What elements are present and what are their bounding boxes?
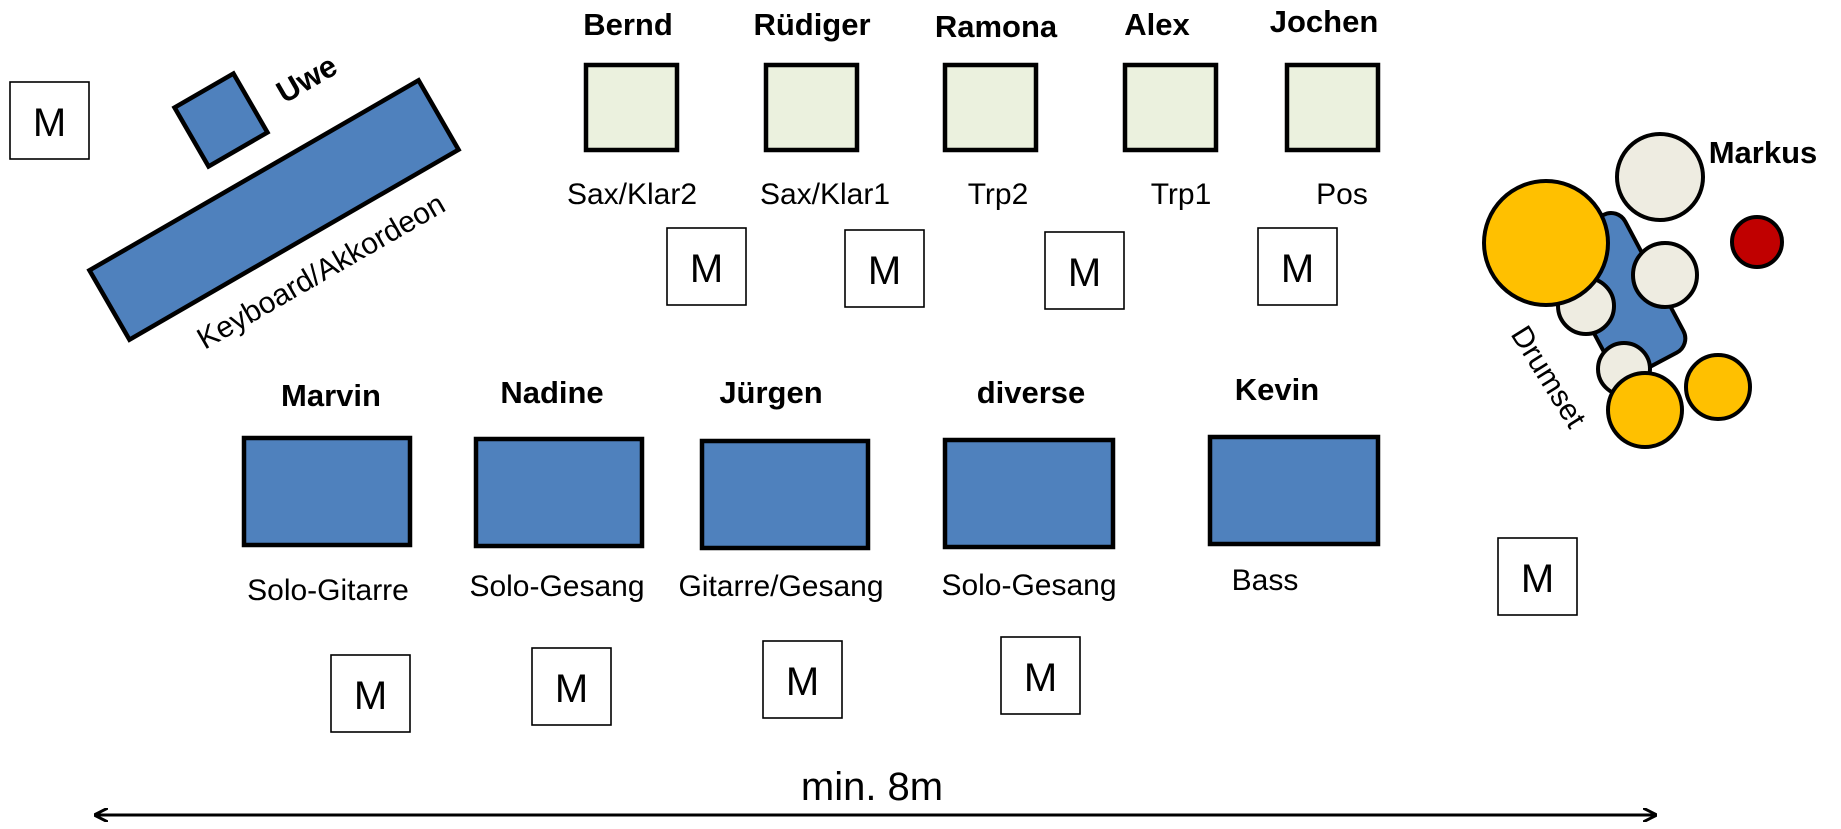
front-line: Marvin Solo-Gitarre Nadine Solo-Gesang J… xyxy=(241,372,1381,607)
horn-name-label: Jochen xyxy=(1270,4,1379,39)
horn-marker xyxy=(942,62,1039,153)
front-instrument-label: Solo-Gesang xyxy=(469,570,644,603)
front-name-label: diverse xyxy=(977,375,1086,410)
splash-cymbal xyxy=(1684,353,1752,421)
monitor-label: M xyxy=(1068,251,1101,295)
dimension-label: min. 8m xyxy=(801,765,943,809)
tom xyxy=(1631,241,1699,309)
monitor-label: M xyxy=(1024,656,1057,700)
horn-marker xyxy=(1122,62,1219,153)
monitor-wedge-juergen: M xyxy=(762,640,843,719)
horn-instrument-label: Sax/Klar2 xyxy=(567,178,697,211)
drumset-label: Drumset xyxy=(1504,320,1592,434)
horn-position-alex: Alex Trp1 xyxy=(1122,7,1219,211)
drumset: Markus Drumset xyxy=(1482,132,1818,449)
keyboard-area: Uwe Keyboard/Akkordeon xyxy=(86,48,462,356)
monitor-label: M xyxy=(555,667,588,711)
horn-name-label: Bernd xyxy=(583,7,673,42)
horn-instrument-label: Pos xyxy=(1316,178,1368,211)
monitor-wedge-trp1-pos: M xyxy=(1257,227,1338,306)
front-position-marvin: Marvin Solo-Gitarre xyxy=(241,378,413,607)
horn-section: Bernd Sax/Klar2 Rüdiger Sax/Klar1 Ramona… xyxy=(567,4,1381,211)
horn-instrument-label: Sax/Klar1 xyxy=(760,178,890,211)
horn-instrument-label: Trp1 xyxy=(1151,178,1212,211)
front-instrument-marker xyxy=(473,436,645,549)
horn-name-label: Ramona xyxy=(935,9,1058,44)
monitor-wedge-sax-klar1: M xyxy=(844,229,925,308)
front-instrument-label: Solo-Gitarre xyxy=(247,574,409,607)
uwe-position xyxy=(171,70,271,170)
monitor-group: M M M M M M M M xyxy=(9,81,1578,733)
front-instrument-marker xyxy=(699,438,871,551)
front-instrument-marker xyxy=(942,437,1116,550)
monitor-wedge-nadine: M xyxy=(531,647,612,726)
cowbell xyxy=(1730,215,1784,269)
uwe-name-label: Uwe xyxy=(270,48,343,110)
horn-marker xyxy=(763,62,860,153)
front-instrument-label: Solo-Gesang xyxy=(941,569,1116,602)
horn-position-jochen: Jochen Pos xyxy=(1270,4,1381,211)
front-name-label: Marvin xyxy=(281,378,381,413)
front-position-diverse: diverse Solo-Gesang xyxy=(941,375,1116,602)
drummer-name-label: Markus xyxy=(1709,135,1818,170)
horn-marker xyxy=(583,62,680,153)
horn-instrument-label: Trp2 xyxy=(968,178,1029,211)
front-name-label: Kevin xyxy=(1235,372,1319,407)
monitor-label: M xyxy=(1281,247,1314,291)
monitor-wedge-trp2: M xyxy=(1044,231,1125,310)
horn-position-bernd: Bernd Sax/Klar2 xyxy=(567,7,697,211)
front-position-nadine: Nadine Solo-Gesang xyxy=(469,375,644,603)
monitor-label: M xyxy=(33,101,66,145)
monitor-label: M xyxy=(690,247,723,291)
monitor-label: M xyxy=(868,249,901,293)
monitor-wedge-drums: M xyxy=(1497,537,1578,616)
front-instrument-marker xyxy=(1207,434,1381,547)
front-instrument-label: Bass xyxy=(1232,564,1299,597)
monitor-wedge-sax-klar2: M xyxy=(666,227,747,306)
monitor-label: M xyxy=(786,660,819,704)
horn-name-label: Alex xyxy=(1124,7,1190,42)
monitor-wedge-diverse: M xyxy=(1000,636,1081,715)
keyboard-akkordeon-instrument xyxy=(86,77,462,343)
monitor-wedge-marvin: M xyxy=(330,654,411,733)
floor-tom xyxy=(1615,132,1705,222)
front-instrument-marker xyxy=(241,435,413,548)
horn-name-label: Rüdiger xyxy=(753,7,870,42)
crash-cymbal xyxy=(1482,179,1610,307)
horn-marker xyxy=(1284,62,1381,153)
horn-position-ruediger: Rüdiger Sax/Klar1 xyxy=(753,7,890,211)
monitor-wedge-keyboard: M xyxy=(9,81,90,160)
front-position-kevin: Kevin Bass xyxy=(1207,372,1381,597)
front-name-label: Nadine xyxy=(500,375,603,410)
front-name-label: Jürgen xyxy=(719,375,822,410)
front-position-juergen: Jürgen Gitarre/Gesang xyxy=(678,375,883,603)
monitor-label: M xyxy=(1521,557,1554,601)
front-instrument-label: Gitarre/Gesang xyxy=(678,570,883,603)
stage-width-dimension: min. 8m xyxy=(96,765,1655,815)
monitor-label: M xyxy=(354,674,387,718)
ride-cymbal xyxy=(1606,371,1684,449)
horn-position-ramona: Ramona Trp2 xyxy=(935,9,1058,211)
